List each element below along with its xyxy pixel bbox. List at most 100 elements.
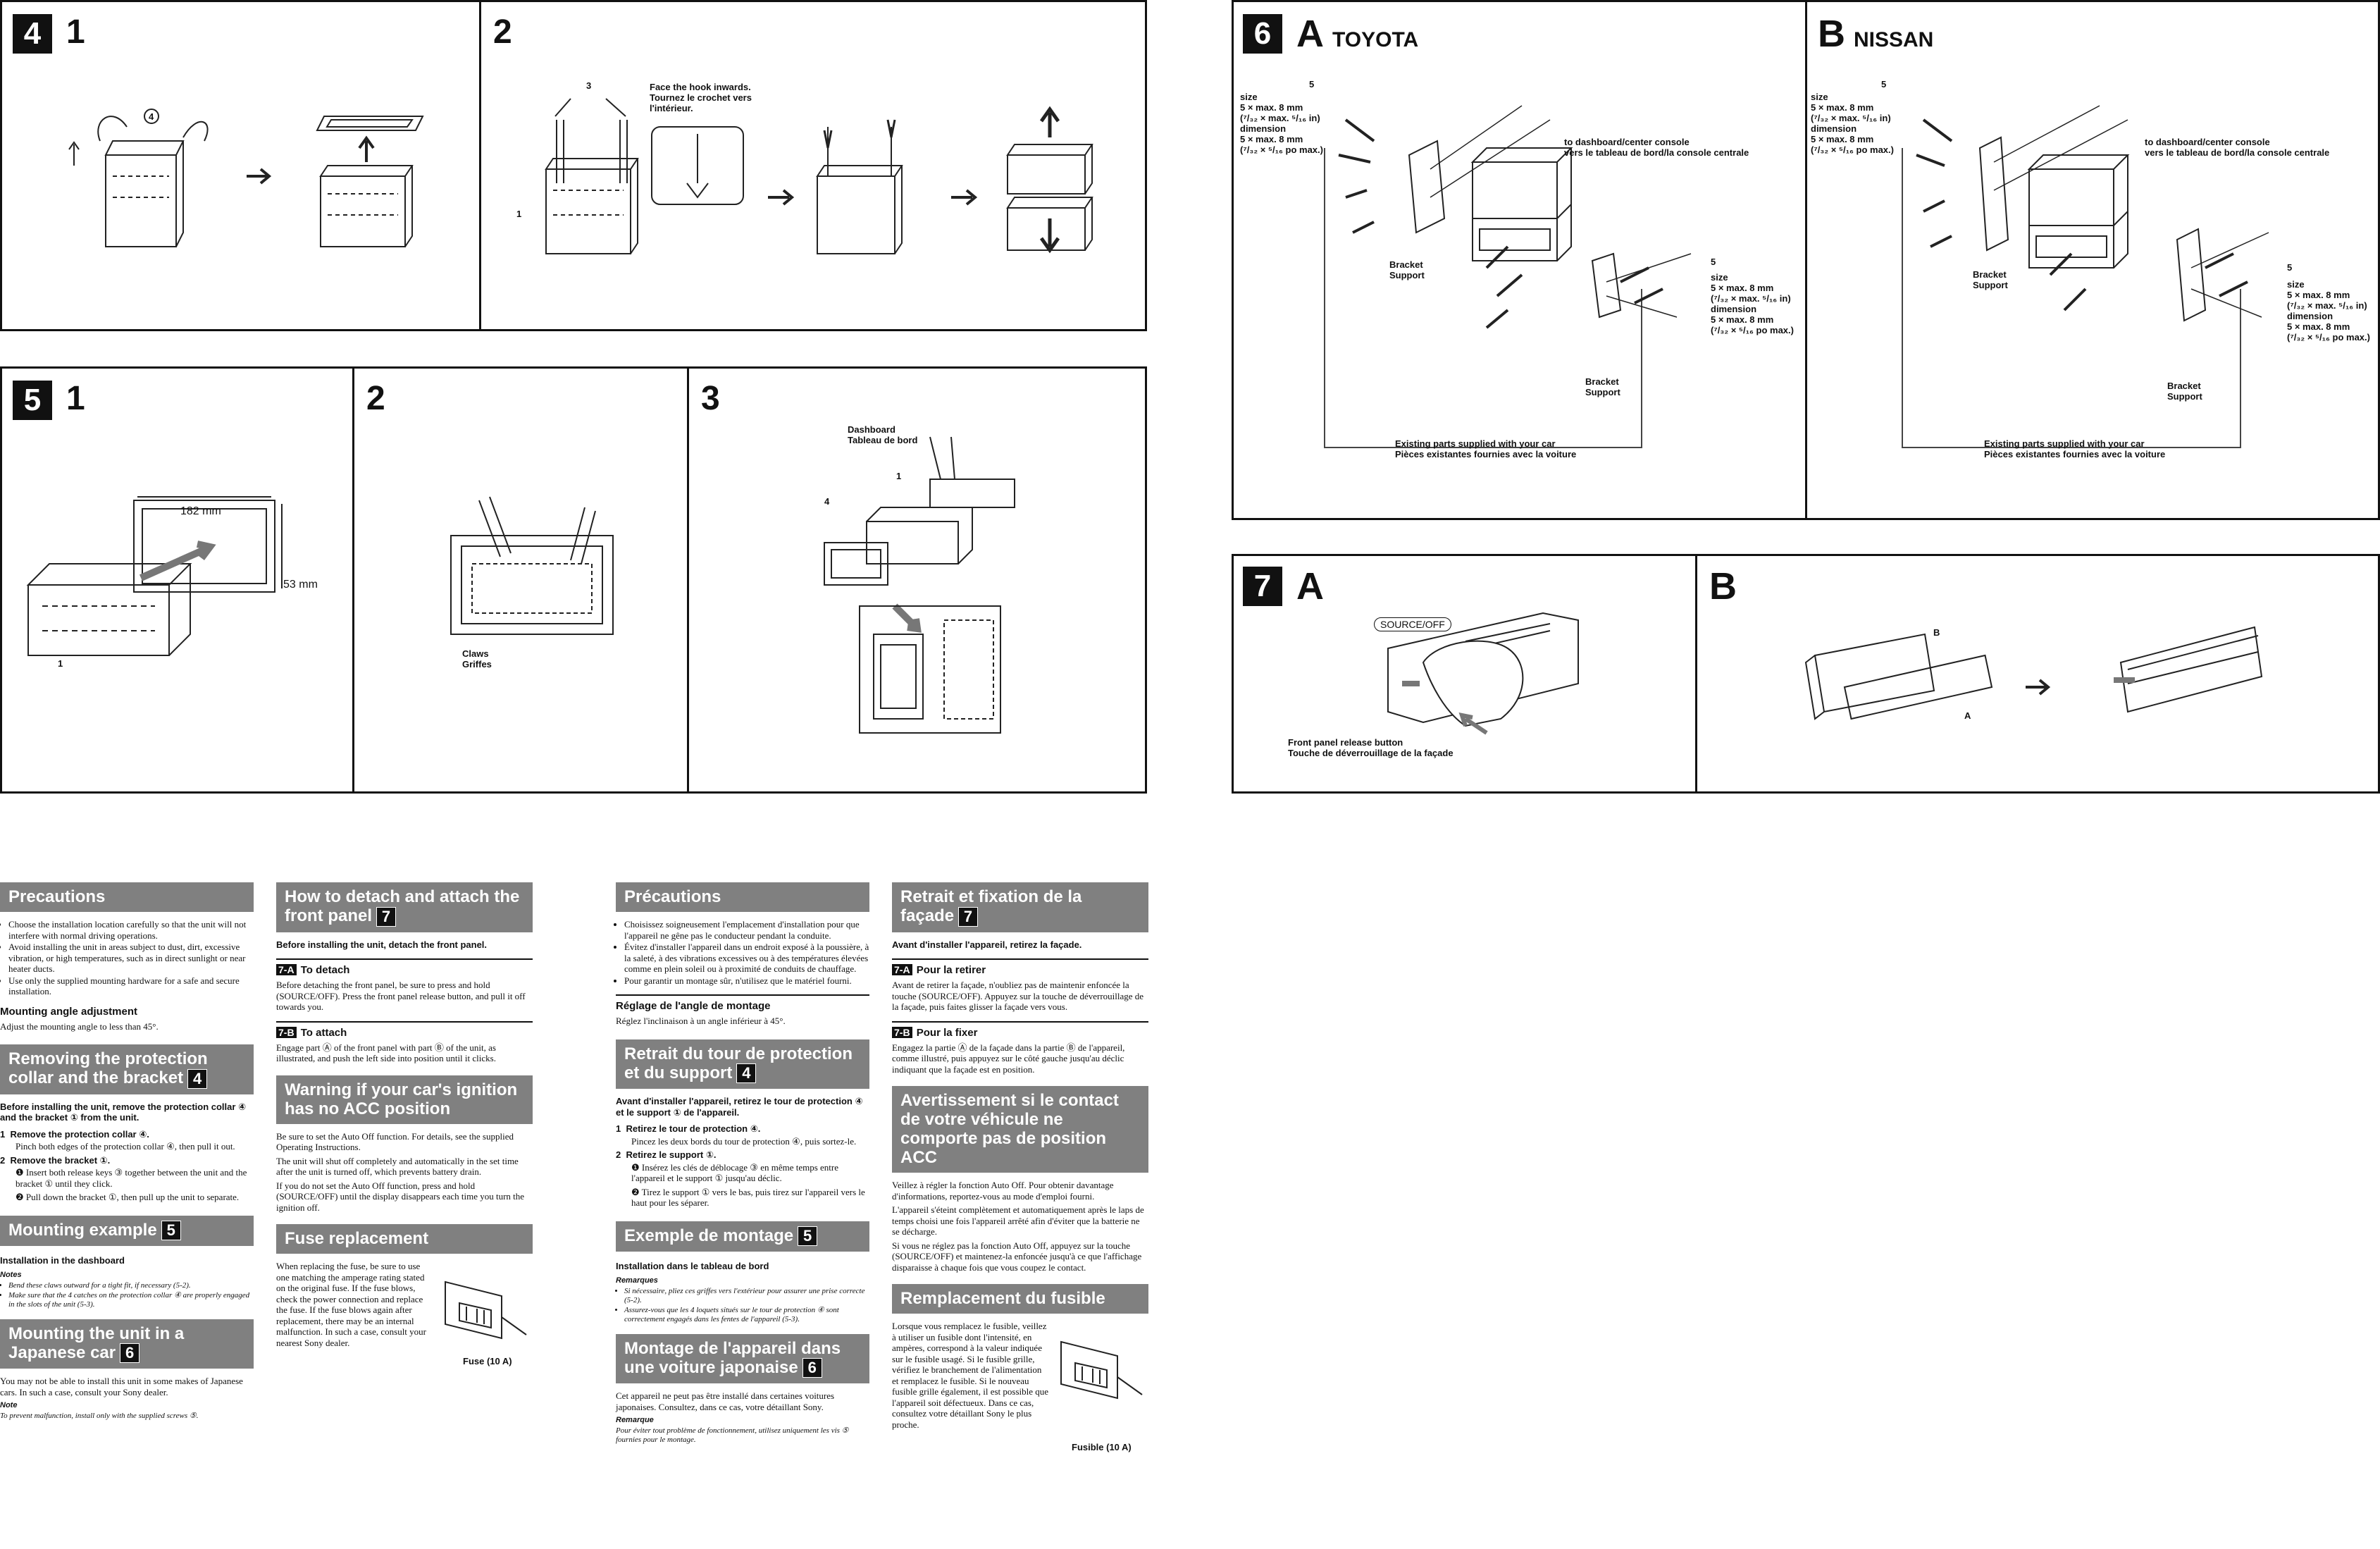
fr-removing-step-1: 1 Retirez le tour de protection ④. xyxy=(616,1123,869,1135)
fr-detach-a-heading: 7-A Pour la retirer xyxy=(892,958,1148,977)
variant-a-letter: A xyxy=(1296,13,1324,55)
en-removing-step-1-detail: Pinch both edges of the protection colla… xyxy=(16,1141,235,1152)
en-fuse-heading: Fuse replacement xyxy=(276,1224,533,1254)
section-ref: 5 xyxy=(798,1226,818,1247)
step-tag: 7-B xyxy=(892,1026,912,1038)
section-5-divider-1 xyxy=(352,366,354,794)
step-text: Remove the bracket ①. xyxy=(10,1154,111,1166)
en-fuse-text: When replacing the fuse, be sure to use … xyxy=(276,1261,426,1348)
en-mounting-title: Mounting example xyxy=(8,1220,157,1240)
nissan-existing-parts: Existing parts supplied with your car Pi… xyxy=(1984,438,2166,459)
dashboard-installation-illustration xyxy=(803,437,1015,747)
en-notes-head: Notes xyxy=(0,1271,22,1280)
section-4-step-2: 2 xyxy=(493,13,512,51)
fuse-illustration-fr xyxy=(1054,1328,1146,1412)
en-fuse-block: When replacing the fuse, be sure to use … xyxy=(276,1261,533,1366)
claws-illustration xyxy=(437,493,648,655)
bracket-removal-illustration xyxy=(507,78,1127,275)
section-ref: 4 xyxy=(187,1068,208,1089)
callout-B: B xyxy=(1933,627,1940,638)
step-tag: 7-A xyxy=(892,964,912,976)
fr-detach-intro: Avant d'installer l'appareil, retirez la… xyxy=(892,939,1082,950)
fr-removing-step-2b: ❷ Tirez le support ① vers le bas, puis t… xyxy=(631,1186,865,1209)
toyota-bracket-label: Bracket Support xyxy=(1389,259,1425,280)
en-removing-intro: Before installing the unit, remove the p… xyxy=(0,1101,247,1123)
fr-japanese-title: Montage de l'appareil dans une voiture j… xyxy=(624,1338,841,1377)
fr-detach-title: Retrait et fixation de la façade xyxy=(900,887,1082,925)
source-off-key[interactable]: SOURCE/OFF xyxy=(1374,617,1451,631)
toyota-callout-5: 5 xyxy=(1309,79,1315,90)
en-warning-heading: Warning if your car's ignition has no AC… xyxy=(276,1075,533,1124)
section-5-frame xyxy=(0,366,1147,794)
fr-warning-text-2: L'appareil s'éteint complètement et auto… xyxy=(892,1204,1144,1238)
list-item: Use only the supplied mounting hardware … xyxy=(8,975,254,997)
en-warning-text-1: Be sure to set the Auto Off function. Fo… xyxy=(276,1130,514,1153)
en-detach-a-text: Before detaching the front panel, be sur… xyxy=(276,980,526,1013)
nissan-size-right: size 5 × max. 8 mm (⁷/₃₂ × max. ⁵/₁₆ in)… xyxy=(2287,279,2370,342)
section-5-divider-2 xyxy=(687,366,689,794)
fr-warning-heading: Avertissement si le contact de votre véh… xyxy=(892,1086,1148,1173)
fr-angle-heading: Réglage de l'angle de montage xyxy=(616,994,869,1013)
callout-1-s5: 1 xyxy=(58,658,63,669)
dashboard-label: Dashboard Tableau de bord xyxy=(848,424,918,445)
step-text: Remove the protection collar ④. xyxy=(10,1128,149,1140)
toyota-to-dashboard: to dashboard/center console vers le tabl… xyxy=(1564,137,1749,158)
en-removing-step-2a: ❶ Insert both release keys ③ together be… xyxy=(16,1167,247,1189)
fr-removing-heading: Retrait du tour de protection et du supp… xyxy=(616,1039,869,1090)
list-item: Bend these claws outward for a tight fit… xyxy=(8,1281,254,1290)
fr-notes-head: Remarques xyxy=(616,1276,658,1285)
toyota-size-right: size 5 × max. 8 mm (⁷/₃₂ × max. ⁵/₁₆ in)… xyxy=(1711,272,1794,335)
en-warning-text-2: The unit will shut off completely and au… xyxy=(276,1155,519,1178)
nissan-callout-5b: 5 xyxy=(2287,262,2293,273)
hook-note: Face the hook inwards. Tournez le croche… xyxy=(650,82,752,113)
fr-removing-step-1-detail: Pincez les deux bords du tour de protect… xyxy=(631,1135,857,1147)
fr-warning-text-1: Veillez à régler la fonction Auto Off. P… xyxy=(892,1180,1114,1202)
collar-removal-illustration xyxy=(63,99,458,261)
en-detach-a-title: To detach xyxy=(300,964,350,977)
attach-panel-illustration xyxy=(1797,613,2304,740)
nissan-label: NISSAN xyxy=(1854,28,1934,51)
section-5-number: 5 xyxy=(13,381,52,420)
section-7-number: 7 xyxy=(1243,567,1282,606)
fr-fuse-text: Lorsque vous remplacez le fusible, veill… xyxy=(892,1321,1049,1430)
fr-japanese-text: Cet appareil ne peut pas être installé d… xyxy=(616,1390,835,1412)
callout-4: 4 xyxy=(149,111,154,122)
toyota-bracket-illustration xyxy=(1325,78,1719,458)
en-removing-heading: Removing the protection collar and the b… xyxy=(0,1044,254,1094)
section-ref: 5 xyxy=(161,1221,181,1241)
section-7-divider xyxy=(1695,554,1697,794)
section-7-a: A xyxy=(1296,567,1332,612)
toyota-callout-5b: 5 xyxy=(1711,257,1716,267)
step-number: 2 xyxy=(0,1154,6,1166)
list-item: Évitez d'installer l'appareil dans un en… xyxy=(624,942,869,975)
callout-4-s5: 4 xyxy=(824,496,830,507)
fr-removing-step-2a: ❶ Insérez les clés de déblocage ③ en mêm… xyxy=(631,1161,839,1184)
en-detach-title: How to detach and attach the front panel xyxy=(285,887,520,925)
dimension-width: 182 mm xyxy=(180,505,221,517)
fr-fuse-label: Fusible (10 A) xyxy=(1072,1442,1132,1453)
callout-3: 3 xyxy=(586,80,592,91)
nissan-size-top: size 5 × max. 8 mm (⁷/₃₂ × max. ⁵/₁₆ in)… xyxy=(1811,92,1894,155)
step-number: 1 xyxy=(616,1123,621,1135)
fr-mounting-title: Exemple de montage xyxy=(624,1226,794,1245)
variant-b-letter: B xyxy=(1818,13,1845,55)
nissan-callout-5: 5 xyxy=(1881,79,1887,90)
list-item: Avoid installing the unit in areas subje… xyxy=(8,942,254,975)
en-detach-b-title: To attach xyxy=(300,1026,347,1039)
toyota-existing-parts: Existing parts supplied with your car Pi… xyxy=(1395,438,1577,459)
fr-fuse-block: Lorsque vous remplacez le fusible, veill… xyxy=(892,1321,1148,1452)
en-column-2: How to detach and attach the front panel… xyxy=(276,882,533,1366)
en-column-1: Precautions Choose the installation loca… xyxy=(0,882,254,1421)
nissan-bracket-label: Bracket Support xyxy=(1973,269,2008,290)
section-7-b-letter: B xyxy=(1709,565,1737,607)
fr-detach-b-heading: 7-B Pour la fixer xyxy=(892,1020,1148,1039)
list-item: Assurez-vous que les 4 loquets situés su… xyxy=(624,1306,869,1324)
claws-label: Claws Griffes xyxy=(462,648,492,669)
section-ref: 4 xyxy=(736,1063,757,1084)
section-5-step-1: 1 xyxy=(66,380,85,417)
step-number: 1 xyxy=(0,1128,6,1140)
section-6-number: 6 xyxy=(1243,14,1282,54)
